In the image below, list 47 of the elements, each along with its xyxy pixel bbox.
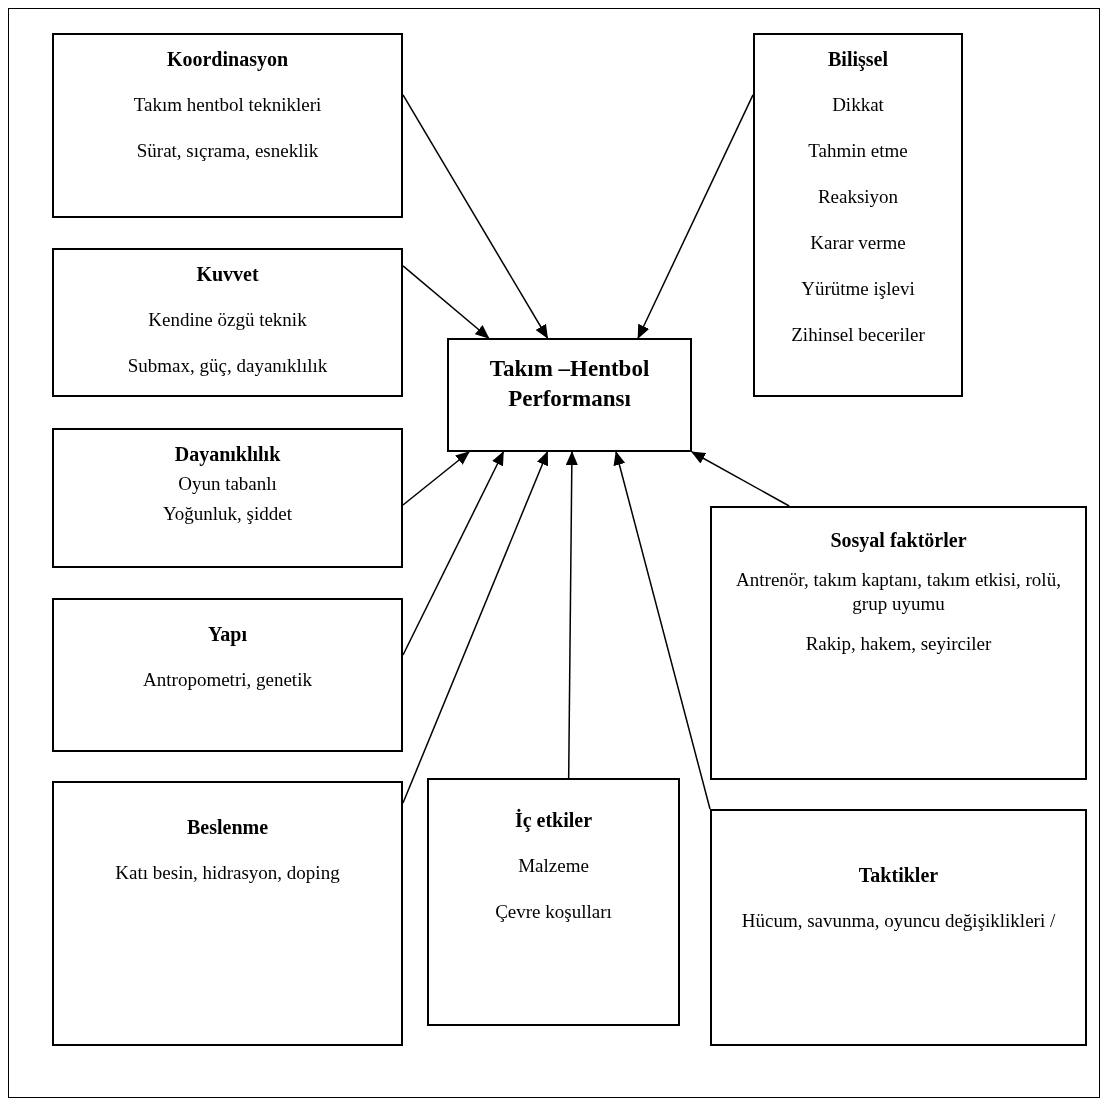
factor-box (427, 778, 680, 1026)
factor-box (52, 33, 403, 218)
box-text: Yoğunluk, şiddet (163, 502, 292, 526)
box-text: Malzeme (518, 854, 589, 878)
box-heading: Taktikler (858, 863, 939, 887)
factor-box (52, 598, 403, 752)
box-text: Çevre koşulları (495, 900, 612, 924)
box-text: Karar verme (810, 231, 906, 255)
arrow (402, 451, 505, 656)
box-heading: İç etkiler (514, 808, 593, 832)
box-text: Dikkat (832, 93, 884, 117)
central-box (447, 338, 692, 452)
box-text: Submax, güç, dayanıklılık (127, 354, 328, 378)
box-text: Tahmin etme (808, 139, 908, 163)
box-text: Takım hentbol teknikleri (133, 93, 322, 117)
box-text: Hücum, savunma, oyuncu değişiklikleri / (741, 909, 1056, 933)
factor-box (52, 248, 403, 397)
box-heading: Koordinasyon (166, 47, 289, 71)
factor-box (710, 506, 1087, 780)
box-text: Antrenör, takım kaptanı, takım etkisi, rolü, grup uyumu (735, 568, 1062, 616)
box-text: Kendine özgü teknik (148, 308, 307, 332)
factor-box (52, 428, 403, 568)
box-heading: Sosyal faktörler (830, 528, 967, 552)
arrow (402, 94, 549, 339)
arrow (691, 451, 790, 507)
box-text: Rakip, hakem, seyirciler (805, 632, 992, 656)
arrow (565, 451, 578, 779)
box-text: Katı besin, hidrasyon, doping (115, 861, 340, 885)
box-text: Zihinsel beceriler (791, 323, 925, 347)
box-heading: Kuvvet (196, 262, 259, 286)
arrow (613, 451, 711, 810)
box-heading: Yapı (208, 622, 247, 646)
arrow (637, 94, 754, 339)
box-heading: Dayanıklılık (174, 442, 281, 466)
box-heading: Beslenme (186, 815, 269, 839)
box-text: Oyun tabanlı (178, 472, 277, 496)
box-text: Sürat, sıçrama, esneklik (136, 139, 319, 163)
box-text: Yürütme işlevi (801, 277, 915, 301)
box-text: Reaksiyon (817, 185, 899, 209)
arrow (402, 451, 470, 506)
factor-box (753, 33, 963, 397)
box-text: Antropometri, genetik (143, 668, 312, 692)
factor-box (52, 781, 403, 1046)
box-heading: Takım –Hentbol Performansı (488, 355, 651, 413)
factor-box (710, 809, 1087, 1046)
box-heading: Bilişsel (828, 47, 888, 71)
arrow (402, 265, 490, 339)
